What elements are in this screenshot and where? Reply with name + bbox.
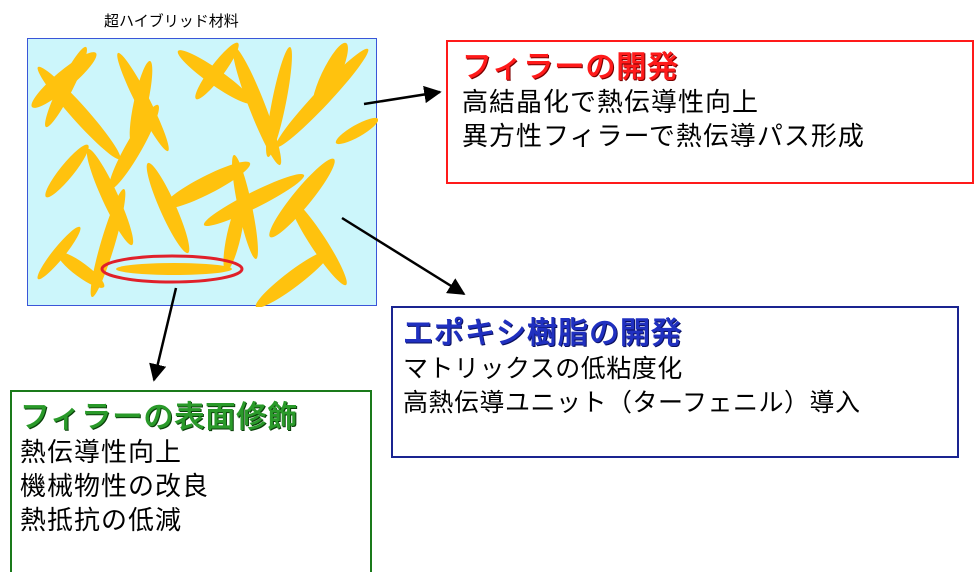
filler-fiber <box>203 173 305 227</box>
filler-fiber <box>163 161 251 209</box>
arrow-to-epoxy-development <box>341 216 466 296</box>
surface-modification-line-3: 熱抵抗の低減 <box>20 506 183 536</box>
epoxy-development-line-2: 高熱伝導ユニット（ターフェニル）導入 <box>403 388 861 417</box>
epoxy-development-callout: エポキシ樹脂の開発 マトリックスの低粘度化 高熱伝導ユニット（ターフェニル）導入 <box>391 306 959 458</box>
filler-fiber <box>37 226 81 280</box>
filler-fibers <box>31 42 378 307</box>
surface-modification-line-2: 機械物性の改良 <box>20 472 210 502</box>
filler-fiber <box>269 158 335 238</box>
arrow-to-surface-modification <box>149 287 178 382</box>
filler-development-callout: フィラーの開発 高結晶化で熱伝導性向上 異方性フィラーで熱伝導パス形成 <box>446 40 974 184</box>
filler-fiber <box>289 198 347 286</box>
surface-modification-title: フィラーの表面修飾 <box>20 400 299 435</box>
filler-fiber <box>86 148 134 246</box>
filler-fiber <box>255 250 331 307</box>
surface-modification-highlight-ring <box>100 254 244 284</box>
epoxy-development-line-1: マトリックスの低粘度化 <box>403 354 683 383</box>
filler-fiber <box>232 154 258 260</box>
epoxy-development-title: エポキシ樹脂の開発 <box>403 316 682 351</box>
highlighted-filler-fiber <box>116 263 232 275</box>
material-caption: 超ハイブリッド材料 <box>104 12 239 30</box>
surface-modification-callout: フィラーの表面修飾 熱伝導性向上 機械物性の改良 熱抵抗の低減 <box>10 390 372 572</box>
filler-fiber <box>90 188 126 298</box>
filler-development-title: フィラーの開発 <box>462 50 679 85</box>
filler-development-line-2: 異方性フィラーで熱伝導パス形成 <box>462 122 865 152</box>
filler-fiber <box>266 46 292 158</box>
filler-fiber <box>275 48 369 148</box>
filler-fiber <box>195 42 239 100</box>
filler-fiber <box>45 144 89 198</box>
filler-fiber <box>335 117 378 145</box>
filler-fiber <box>223 198 245 272</box>
hybrid-material-illustration <box>27 38 378 307</box>
filler-development-line-1: 高結晶化で熱伝導性向上 <box>462 88 760 118</box>
surface-modification-line-1: 熱伝導性向上 <box>20 438 183 468</box>
filler-fiber <box>129 60 153 144</box>
filler-fiber <box>45 46 87 128</box>
filler-fiber <box>109 104 159 190</box>
arrow-to-filler-development <box>363 85 442 106</box>
